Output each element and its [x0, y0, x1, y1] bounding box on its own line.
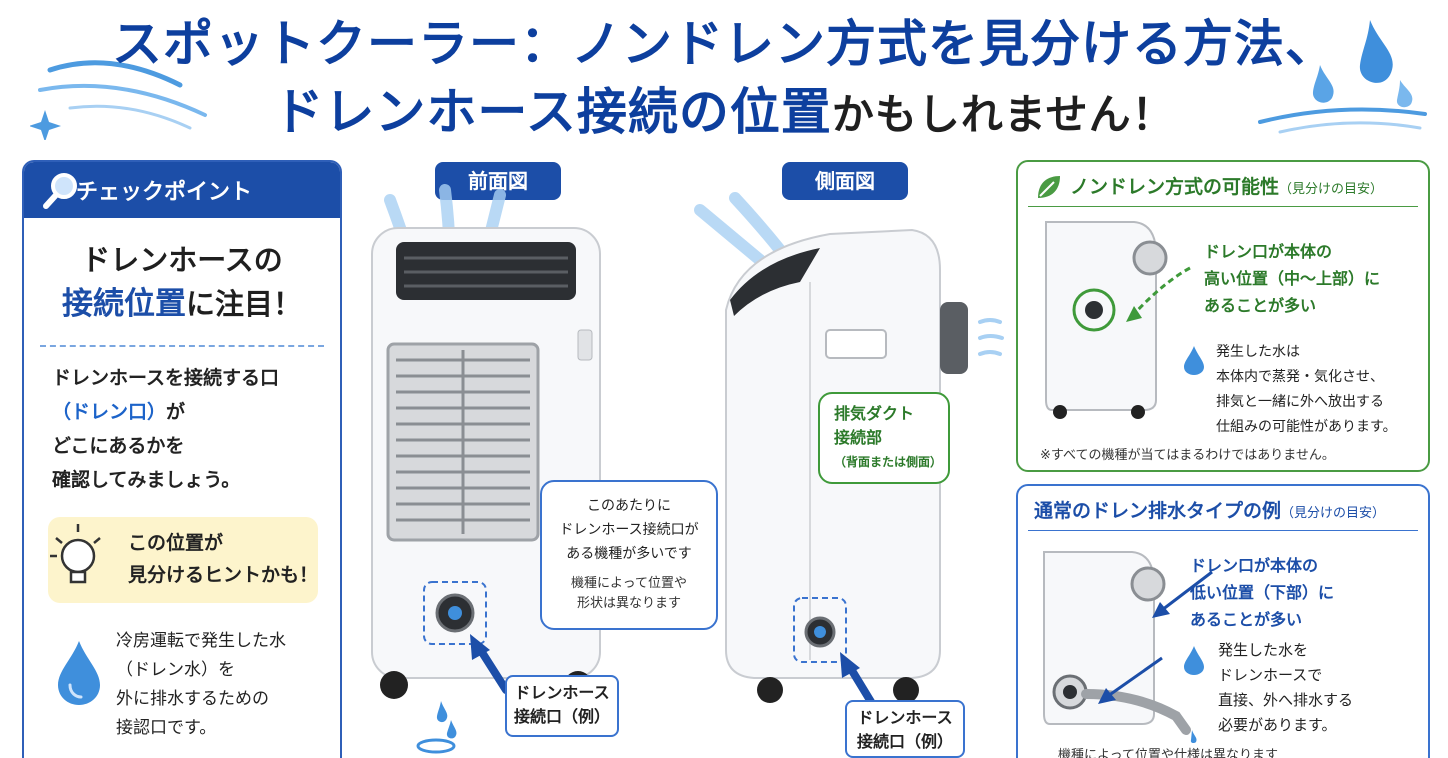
- focus-heading: ドレンホースの 接続位置に注目！: [24, 238, 340, 331]
- normal-drain-title-text: 通常のドレン排水タイプの例: [1034, 500, 1282, 522]
- magnifier-icon: [43, 173, 77, 209]
- normal-drain-title-sub: （見分けの目安）: [1281, 506, 1386, 521]
- normal-drain-point: ドレン口が本体の 低い位置（下部）に あることが多い: [1190, 552, 1334, 633]
- normal-drain-arrow-lower: [1098, 656, 1163, 704]
- front-callout-line-1: このあたりに: [587, 498, 671, 514]
- water-drop-icon: [1184, 646, 1204, 675]
- front-hose-line-2: 接続口（例）: [513, 707, 610, 726]
- normal-drain-water-2: ドレンホースで: [1218, 666, 1323, 684]
- non-drain-unit-illustration: [1045, 221, 1168, 419]
- normal-drain-point-2: 低い位置（下部）に: [1190, 583, 1335, 602]
- front-view-cooler-illustration: [371, 184, 601, 754]
- front-hose-line-1: ドレンホース: [514, 683, 610, 702]
- non-drain-water-2: 本体内で蒸発・気化させ、: [1216, 369, 1384, 385]
- drain-water-explanation: 冷房運転で発生した水 （ドレン水）を 外に排水するための 接認口です。: [116, 627, 286, 743]
- normal-drain-point-1: ドレン口が本体の: [1190, 556, 1319, 575]
- non-drain-title-sub: （見分けの目安）: [1279, 182, 1384, 197]
- non-drain-point-3: あることが多い: [1204, 296, 1317, 315]
- desc-line-4: 確認してみましょう。: [52, 469, 241, 491]
- water-line-2: （ドレン水）を: [116, 660, 235, 680]
- focus-highlight: 接続位置: [61, 286, 186, 322]
- desc-line-1: ドレンホースを接続する口: [52, 367, 280, 389]
- side-view-tag: 側面図: [782, 162, 908, 200]
- non-drain-water-1: 発生した水は: [1216, 344, 1300, 360]
- wind-decoration-left: [30, 60, 207, 140]
- water-line-4: 接認口です。: [116, 718, 217, 738]
- non-drain-point-1: ドレン口が本体の: [1204, 242, 1333, 261]
- checkpoint-header: チェックポイント: [24, 162, 340, 218]
- desc-line-2-rest: が: [166, 401, 186, 423]
- normal-drain-unit-illustration: [1043, 551, 1197, 744]
- normal-drain-note: 機種によって位置や仕様は異なります: [1058, 748, 1278, 758]
- non-drain-divider: [1028, 206, 1418, 207]
- non-drain-title-text: ノンドレン方式の可能性: [1070, 176, 1280, 198]
- non-drain-panel: ノンドレン方式の可能性（見分けの目安） ドレン口が本体の 高い位置（中～上部）に…: [1016, 160, 1430, 472]
- focus-rest: に注目！: [185, 287, 302, 321]
- title-rest: かもしれません！: [831, 90, 1175, 139]
- title-line-1: スポットクーラー：ノンドレン方式を見分ける方法、: [112, 15, 1336, 73]
- water-drop-icon: [58, 641, 100, 705]
- sparkle-icon: [30, 110, 61, 140]
- duct-sub: （背面または側面）: [834, 455, 943, 469]
- desc-line-2: （ドレン口）: [52, 401, 167, 423]
- title-line-2: ドレンホース接続の位置かもしれません！: [0, 72, 1448, 144]
- header: スポットクーラー：ノンドレン方式を見分ける方法、 ドレンホース接続の位置かもしれ…: [0, 0, 1448, 150]
- duct-line-1: 排気ダクト: [834, 404, 915, 423]
- desc-line-3: どこにあるかを: [52, 435, 185, 457]
- normal-drain-point-3: あることが多い: [1190, 610, 1303, 629]
- front-callout-line-2: ドレンホース接続口が: [559, 522, 699, 538]
- front-view-tag: 前面図: [435, 162, 561, 200]
- title-highlight: ドレンホース接続の位置: [273, 83, 832, 141]
- non-drain-note: ※すべての機種が当てはまるわけではありません。: [1040, 448, 1335, 463]
- non-drain-point-2: 高い位置（中～上部）に: [1204, 269, 1381, 288]
- side-hose-label: ドレンホース 接続口（例）: [845, 700, 965, 758]
- lightbulb-icon: [50, 524, 101, 584]
- divider: [40, 345, 324, 347]
- non-drain-water: 発生した水は 本体内で蒸発・気化させ、 排気と一緒に外へ放出する 仕組みの可能性…: [1216, 340, 1397, 440]
- hint-line-2: 見分けるヒントかも！: [128, 564, 319, 586]
- duct-line-2: 接続部: [834, 428, 883, 447]
- normal-drain-title: 通常のドレン排水タイプの例（見分けの目安）: [1018, 496, 1428, 523]
- front-callout-sub-1: 機種によって位置や: [571, 576, 687, 591]
- normal-drain-water-3: 直接、外へ排水する: [1218, 691, 1354, 709]
- hint-line-1: この位置が: [128, 532, 224, 554]
- focus-line-1: ドレンホースの: [81, 243, 283, 277]
- non-drain-arrow: [1126, 266, 1191, 322]
- front-callout: このあたりに ドレンホース接続口が ある機種が多いです 機種によって位置や 形状…: [540, 480, 718, 630]
- normal-drain-panel: 通常のドレン排水タイプの例（見分けの目安） ドレン口が本体の 低い位置（下部）に…: [1016, 484, 1430, 758]
- checkpoint-description: ドレンホースを接続する口 （ドレン口）が どこにあるかを 確認してみましょう。: [52, 361, 340, 497]
- checkpoint-title: チェックポイント: [76, 180, 253, 205]
- front-hose-label: ドレンホース 接続口（例）: [505, 675, 619, 737]
- normal-drain-arrow: [1152, 570, 1213, 618]
- exhaust-duct-callout: 排気ダクト 接続部 （背面または側面）: [818, 392, 950, 484]
- water-line-3: 外に排水するための: [116, 689, 269, 709]
- normal-drain-water-4: 必要があります。: [1218, 716, 1337, 734]
- normal-drain-water-1: 発生した水を: [1218, 641, 1309, 659]
- non-drain-point: ドレン口が本体の 高い位置（中～上部）に あることが多い: [1204, 238, 1380, 319]
- water-drop-icon: [1184, 346, 1204, 375]
- normal-drain-divider: [1028, 530, 1418, 531]
- normal-drain-water: 発生した水を ドレンホースで 直接、外へ排水する 必要があります。: [1218, 638, 1353, 738]
- front-callout-line-3: ある機種が多いです: [566, 546, 692, 562]
- side-hose-line-2: 接続口（例）: [856, 732, 953, 751]
- non-drain-title: ノンドレン方式の可能性（見分けの目安）: [1018, 172, 1428, 199]
- non-drain-water-3: 排気と一緒に外へ放出する: [1216, 394, 1384, 410]
- water-line-1: 冷房運転で発生した水: [116, 631, 286, 651]
- water-splash-decoration-right: [1258, 20, 1427, 134]
- leaf-icon: [1038, 176, 1060, 198]
- front-callout-sub-2: 形状は異なります: [576, 596, 681, 611]
- side-hose-line-1: ドレンホース: [857, 708, 953, 727]
- non-drain-water-4: 仕組みの可能性があります。: [1216, 419, 1397, 435]
- checkpoint-panel: チェックポイント ドレンホースの 接続位置に注目！ ドレンホースを接続する口 （…: [22, 160, 342, 758]
